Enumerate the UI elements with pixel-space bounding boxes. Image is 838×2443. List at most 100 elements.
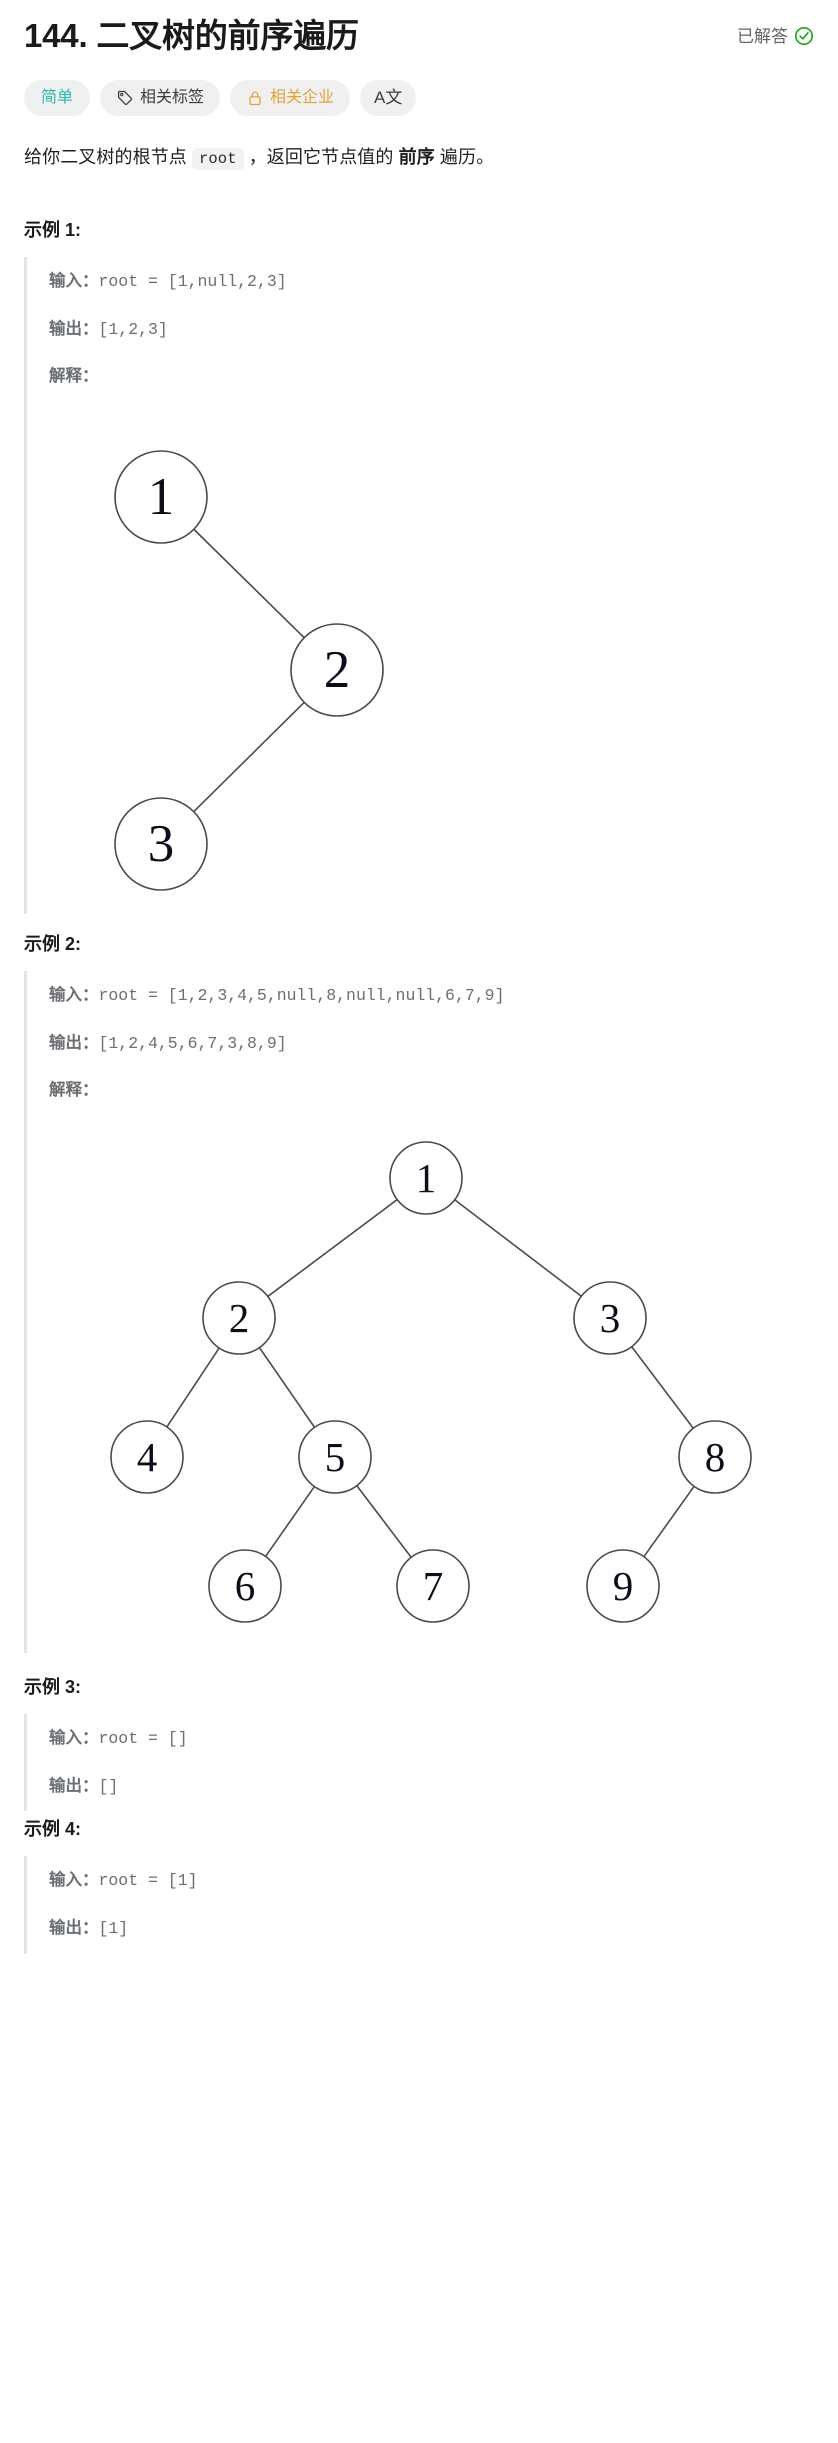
- description-emphasis: 前序: [398, 146, 435, 167]
- example-title: 示例 4:: [24, 1819, 82, 1840]
- tree-node-label: 8: [705, 1434, 726, 1480]
- tree-node-label: 9: [613, 1563, 634, 1609]
- tree-node-circle: [389, 1141, 463, 1215]
- tree-edge: [193, 528, 305, 639]
- problem-description: 给你二叉树的根节点 root ，返回它节点值的 前序 遍历。: [24, 142, 814, 173]
- tree-edge: [267, 1198, 398, 1297]
- tree-node-label: 2: [324, 641, 351, 699]
- tree-node-circle: [114, 450, 208, 544]
- explain-label: 解释：: [49, 1081, 99, 1100]
- tag-icon: [116, 89, 133, 106]
- output-value: [1,2,3]: [98, 319, 168, 339]
- tree-node: 6: [208, 1549, 282, 1623]
- lock-icon: [246, 89, 263, 106]
- tree-node-circle: [678, 1420, 752, 1494]
- tree-node: 5: [298, 1420, 372, 1494]
- tree-node-label: 3: [600, 1295, 621, 1341]
- tree-edge: [631, 1346, 694, 1429]
- translate-pill[interactable]: A文: [360, 79, 417, 116]
- example-explain-line: 解释：: [49, 1078, 814, 1104]
- tree-node-label: 1: [416, 1155, 437, 1201]
- tree-node-circle: [110, 1420, 184, 1494]
- example-input-line: 输入：root = []: [49, 1726, 814, 1752]
- binary-tree-example-1: 1 2 3: [114, 450, 384, 891]
- tree-edge: [193, 701, 305, 813]
- output-value: [1]: [98, 1918, 129, 1938]
- input-value: root = [1,null,2,3]: [98, 272, 287, 292]
- tree-node-circle: [290, 623, 384, 717]
- example-block-4: 示例 4: 输入：root = [1] 输出：[1]: [24, 1817, 814, 1954]
- example-block-3: 示例 3: 输入：root = [] 输出：[]: [24, 1675, 814, 1812]
- example-explain-line: 解释：: [49, 364, 814, 390]
- status-badge: 已解答: [737, 26, 814, 46]
- output-label: 输出：: [49, 1918, 99, 1937]
- related-topics-label: 相关标签: [140, 88, 205, 106]
- tree-node: 1: [114, 450, 208, 544]
- output-value: []: [98, 1776, 119, 1796]
- check-circle-icon: [794, 26, 814, 46]
- tree-edge: [643, 1485, 695, 1558]
- tree-edge: [258, 1347, 316, 1428]
- output-label: 输出：: [49, 1776, 99, 1795]
- tree-edge: [356, 1485, 412, 1558]
- difficulty-pill[interactable]: 简单: [24, 79, 91, 116]
- tree-node-circle: [208, 1549, 282, 1623]
- tree-node: 4: [110, 1420, 184, 1494]
- tree-node-circle: [396, 1549, 470, 1623]
- input-value: root = [1]: [98, 1871, 198, 1891]
- input-value: root = []: [98, 1729, 188, 1749]
- example-output-line: 输出：[]: [49, 1774, 814, 1800]
- description-suffix: 遍历。: [434, 146, 495, 167]
- problem-header: 144. 二叉树的前序遍历 已解答: [24, 0, 814, 58]
- root-code-token: root: [192, 147, 244, 170]
- input-label: 输入：: [49, 986, 99, 1005]
- output-value: [1,2,4,5,6,7,3,8,9]: [98, 1033, 287, 1053]
- example-output-line: 输出：[1,2,3]: [49, 317, 814, 343]
- tree-node: 2: [290, 623, 384, 717]
- tree-node-label: 7: [423, 1563, 444, 1609]
- page-title: 144. 二叉树的前序遍历: [24, 17, 359, 54]
- tree-node: 7: [396, 1549, 470, 1623]
- tree-node-circle: [573, 1281, 647, 1355]
- tag-row: 简单 相关标签 相关企业 A文: [24, 79, 814, 116]
- tree-node-circle: [298, 1420, 372, 1494]
- input-label: 输入：: [49, 1871, 99, 1890]
- translate-icon: A文: [374, 88, 403, 108]
- input-label: 输入：: [49, 1729, 99, 1748]
- example-output-line: 输出：[1,2,4,5,6,7,3,8,9]: [49, 1031, 814, 1057]
- tree-node-label: 4: [137, 1434, 158, 1480]
- tree-node-circle: [586, 1549, 660, 1623]
- example-block-2: 示例 2: 输入：root = [1,2,3,4,5,null,8,null,n…: [24, 932, 814, 1653]
- tree-edge: [166, 1347, 220, 1428]
- explain-label: 解释：: [49, 367, 99, 386]
- example-title: 示例 2:: [24, 934, 82, 955]
- tree-node: 9: [586, 1549, 660, 1623]
- example-output-line: 输出：[1]: [49, 1916, 814, 1942]
- example-input-line: 输入：root = [1,null,2,3]: [49, 269, 814, 295]
- tree-node: 3: [114, 797, 208, 891]
- tree-node: 1: [389, 1141, 463, 1215]
- description-middle: ，返回它节点值的: [243, 146, 399, 167]
- solved-label: 已解答: [737, 26, 788, 46]
- problem-page: 144. 二叉树的前序遍历 已解答 简单 相关标签: [24, 0, 814, 1954]
- example-input-line: 输入：root = [1,2,3,4,5,null,8,null,null,6,…: [49, 983, 814, 1009]
- example-input-line: 输入：root = [1]: [49, 1868, 814, 1894]
- related-companies-label: 相关企业: [270, 88, 335, 106]
- example-body: 输入：root = [] 输出：[]: [24, 1714, 814, 1812]
- tree-node: 2: [202, 1281, 276, 1355]
- related-topics-pill[interactable]: 相关标签: [100, 79, 221, 116]
- input-label: 输入：: [49, 272, 99, 291]
- tree-node: 8: [678, 1420, 752, 1494]
- example-body: 输入：root = [1] 输出：[1]: [24, 1856, 814, 1954]
- tree-node-circle: [202, 1281, 276, 1355]
- tree-edge: [454, 1199, 582, 1297]
- description-prefix: 给你二叉树的根节点: [24, 146, 192, 167]
- output-label: 输出：: [49, 319, 99, 338]
- binary-tree-example-2: 1 2 3 4 5 8 6 7 9: [110, 1141, 752, 1623]
- tree-node-label: 5: [325, 1434, 346, 1480]
- difficulty-label: 简单: [41, 88, 74, 106]
- tree-node-circle: [114, 797, 208, 891]
- example-block-1: 示例 1: 输入：root = [1,null,2,3] 输出：[1,2,3] …: [24, 218, 814, 915]
- related-companies-pill[interactable]: 相关企业: [230, 79, 351, 116]
- output-label: 输出：: [49, 1033, 99, 1052]
